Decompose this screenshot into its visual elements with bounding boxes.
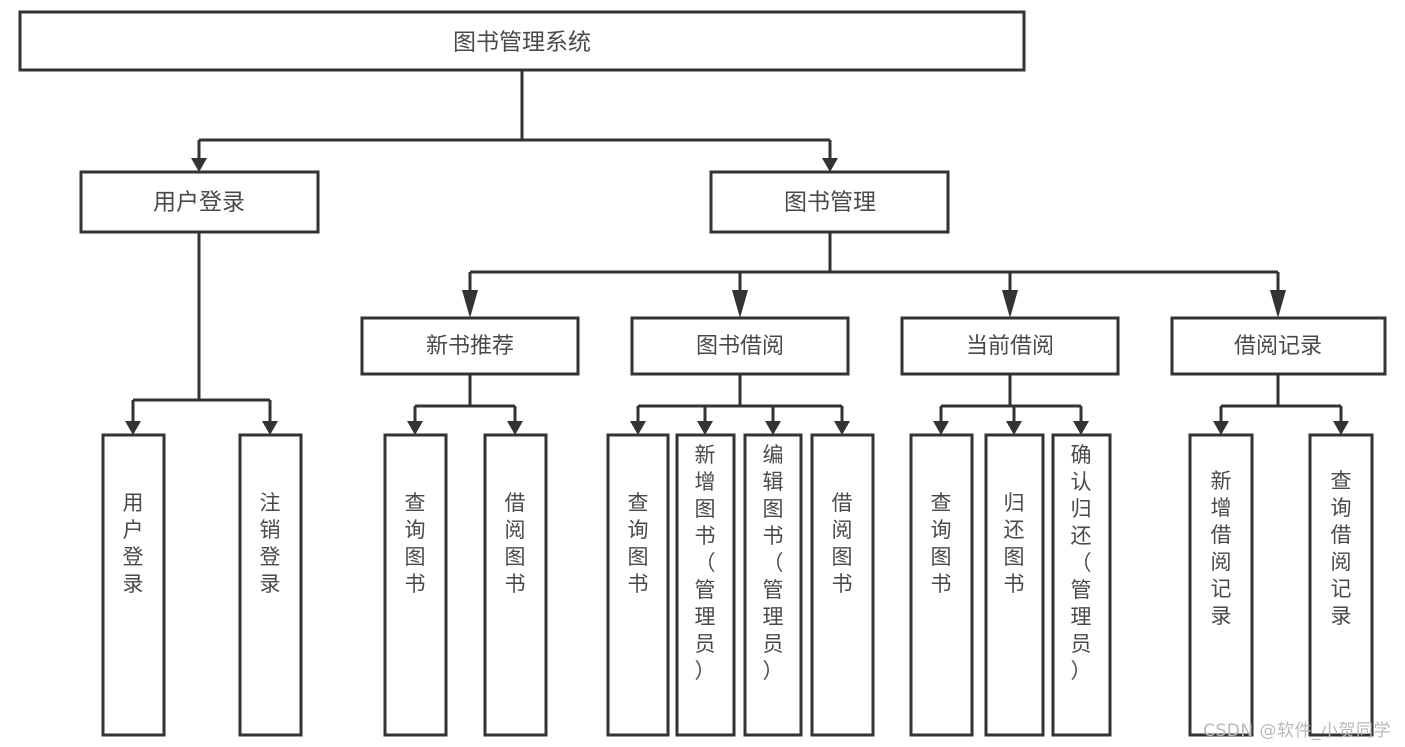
leaf-box[interactable] (810, 433, 875, 737)
connector-current-borrow-trunk (939, 374, 1083, 421)
leaf-label: 查询图书 (405, 491, 426, 596)
connector-root-trunk (197, 70, 832, 158)
node-new-book-recommend[interactable]: 新书推荐 (360, 316, 580, 376)
arrowhead-to-leaf-query-book-1 (407, 421, 423, 435)
root-box[interactable] (18, 10, 1026, 72)
book-manage-label: 图书管理 (784, 190, 876, 216)
arrowhead-to-leaf-add-record (1213, 421, 1229, 435)
leaf-node[interactable]: 查询借阅记录 (1308, 433, 1374, 737)
leaf-node[interactable]: 注销登录 (238, 433, 303, 737)
new-book-recommend-box[interactable] (360, 316, 580, 376)
user-login-label: 用户登录 (153, 190, 245, 216)
connector-user-login-trunk (131, 232, 272, 421)
arrowhead-to-leaf-query-book-3 (933, 421, 949, 435)
arrowhead-to-leaf-edit-book (765, 421, 781, 435)
node-user-login[interactable]: 用户登录 (79, 170, 320, 234)
leaf-box[interactable] (909, 433, 974, 737)
leaf-label: 借阅图书 (832, 491, 853, 596)
arrowhead-to-leaf-query-book-2 (630, 421, 646, 435)
arrowhead-to-new-book-recommend (462, 290, 478, 318)
leaf-box[interactable] (1188, 433, 1254, 737)
arrowhead-to-leaf-logout (262, 421, 278, 435)
leaf-node[interactable]: 借阅图书 (483, 433, 548, 737)
connector-borrow-record-trunk (1219, 374, 1343, 421)
node-book-borrow[interactable]: 图书借阅 (630, 316, 850, 376)
current-borrow-label: 当前借阅 (966, 334, 1054, 359)
leaf-node[interactable]: 归还图书 (984, 433, 1045, 737)
node-root[interactable]: 图书管理系统 (18, 10, 1026, 72)
arrowhead-to-current-borrow (1002, 290, 1018, 318)
arrowhead-to-leaf-add-book (697, 421, 713, 435)
leaf-node[interactable]: 查询图书 (606, 433, 670, 737)
borrow-record-box[interactable] (1170, 316, 1387, 376)
leaf-label: 借阅图书 (505, 491, 526, 596)
leaf-label: 查询图书 (931, 491, 952, 596)
book-borrow-box[interactable] (630, 316, 850, 376)
arrowhead-to-leaf-return-book (1006, 421, 1022, 435)
arrowhead-to-book-borrow (732, 290, 748, 318)
leaf-node[interactable]: 新增图书（管理员） (675, 433, 736, 737)
user-login-box[interactable] (79, 170, 320, 234)
connector-layer (125, 70, 1349, 435)
book-borrow-label: 图书借阅 (696, 334, 784, 359)
leaf-node[interactable]: 新增借阅记录 (1188, 433, 1254, 737)
leaf-node[interactable]: 编辑图书（管理员） (743, 433, 803, 737)
leaf-node[interactable]: 查询图书 (383, 433, 448, 737)
leaf-label: 用户登录 (123, 491, 144, 596)
connector-new-book-recommend-trunk (413, 374, 517, 421)
book-manage-box[interactable] (709, 170, 950, 234)
leaf-box[interactable] (1308, 433, 1374, 737)
leaf-box[interactable] (483, 433, 548, 737)
leaf-box[interactable] (606, 433, 670, 737)
leaf-node[interactable]: 确认归还（管理员） (1051, 433, 1112, 737)
leaf-node[interactable]: 查询图书 (909, 433, 974, 737)
arrowhead-to-leaf-user-login (125, 421, 141, 435)
leaf-box[interactable] (1051, 433, 1112, 737)
node-borrow-record[interactable]: 借阅记录 (1170, 316, 1387, 376)
borrow-record-label: 借阅记录 (1234, 334, 1322, 359)
leaf-box[interactable] (984, 433, 1045, 737)
node-current-borrow[interactable]: 当前借阅 (900, 316, 1120, 376)
leaf-node[interactable]: 用户登录 (101, 433, 166, 737)
connector-book-borrow-trunk (636, 374, 844, 421)
new-book-recommend-label: 新书推荐 (426, 334, 514, 359)
arrowhead-to-user-login (191, 158, 207, 172)
leaf-box[interactable] (101, 433, 166, 737)
arrowhead-to-leaf-borrow-book-1 (507, 421, 523, 435)
leaf-box[interactable] (743, 433, 803, 737)
node-book-manage[interactable]: 图书管理 (709, 170, 950, 234)
connector-book-manage-trunk (468, 232, 1280, 290)
leaf-label: 查询借阅记录 (1331, 469, 1352, 628)
leaf-label: 确认归还（管理员） (1071, 443, 1092, 683)
leaf-label: 新增图书（管理员） (695, 443, 716, 683)
leaf-label: 新增借阅记录 (1211, 469, 1232, 628)
arrowhead-to-leaf-query-record (1333, 421, 1349, 435)
leaf-node[interactable]: 借阅图书 (810, 433, 875, 737)
arrowhead-to-borrow-record (1270, 290, 1286, 318)
leaf-label: 注销登录 (260, 491, 281, 596)
current-borrow-box[interactable] (900, 316, 1120, 376)
leaf-box[interactable] (675, 433, 736, 737)
root-label: 图书管理系统 (453, 30, 591, 56)
leaf-box[interactable] (383, 433, 448, 737)
arrowhead-to-leaf-confirm-return (1073, 421, 1089, 435)
arrowhead-to-book-manage (822, 158, 838, 172)
leaf-label: 编辑图书（管理员） (763, 443, 784, 683)
arrowhead-to-leaf-borrow-book-2 (834, 421, 850, 435)
leaf-label: 归还图书 (1004, 491, 1025, 596)
leaf-box[interactable] (238, 433, 303, 737)
leaf-label: 查询图书 (628, 491, 649, 596)
